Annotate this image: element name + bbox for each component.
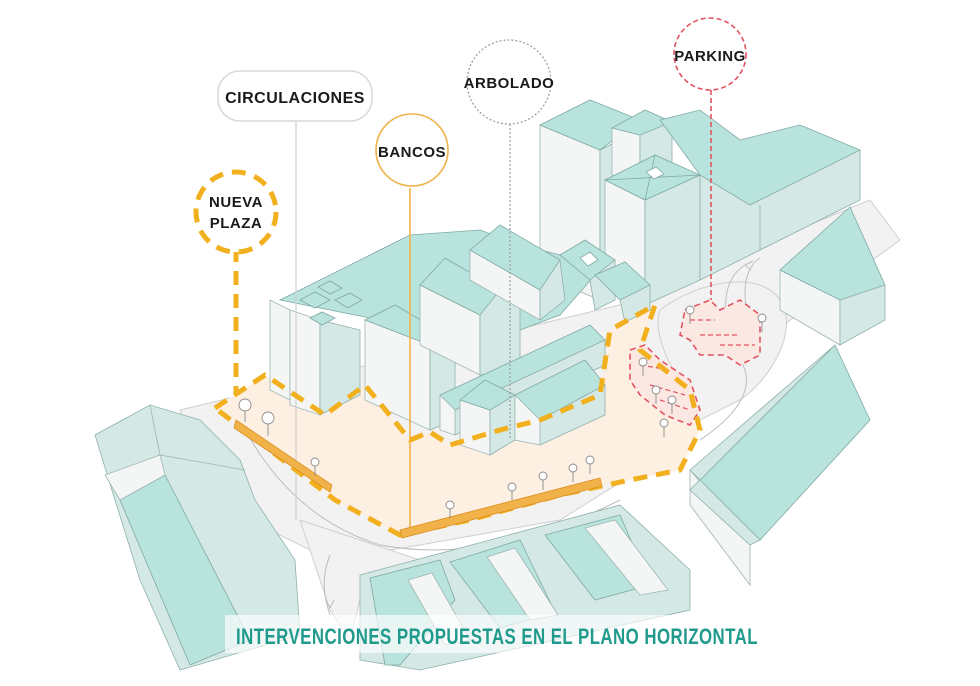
new-plaza-area bbox=[215, 305, 700, 535]
leader-lines bbox=[233, 90, 712, 530]
label-arbolado: ARBOLADO bbox=[464, 39, 555, 125]
label-nueva-plaza: NUEVA PLAZA bbox=[193, 169, 279, 255]
label-circulaciones: CIRCULACIONES bbox=[217, 70, 373, 122]
parking-label: PARKING bbox=[674, 48, 746, 65]
buildings-right bbox=[689, 206, 886, 587]
new-plaza-border bbox=[212, 302, 703, 538]
bancos-label: BANCOS bbox=[378, 144, 446, 161]
label-bancos: BANCOS bbox=[375, 113, 449, 187]
trees bbox=[238, 305, 767, 518]
nueva-plaza-label-line2: PLAZA bbox=[210, 215, 263, 232]
circulaciones-label: CIRCULACIONES bbox=[225, 90, 365, 107]
diagram-caption: INTERVENCIONES PROPUESTAS EN EL PLANO HO… bbox=[236, 624, 758, 649]
nueva-plaza-label-line1: NUEVA bbox=[209, 194, 263, 211]
buildings-left bbox=[94, 404, 301, 671]
benches bbox=[233, 419, 603, 539]
buildings-back bbox=[269, 99, 861, 456]
label-parking: PARKING bbox=[673, 17, 747, 91]
arbolado-label: ARBOLADO bbox=[464, 75, 555, 92]
